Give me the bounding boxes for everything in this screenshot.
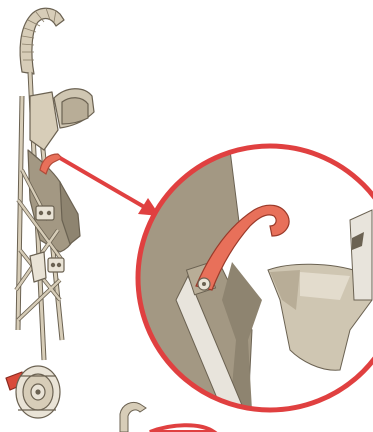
rear-wheel: [16, 366, 60, 418]
canopy-fold: [30, 92, 58, 150]
detail-tube: [350, 210, 372, 300]
stroller-icon: [120, 402, 146, 432]
hinge-bracket: [36, 206, 54, 220]
handle-grip: [20, 8, 64, 74]
hinge-bracket: [48, 258, 64, 272]
next-step-preview: [120, 402, 214, 432]
magnifier-icon: [118, 146, 373, 410]
arrow-icon: [60, 158, 160, 216]
strap: [30, 252, 46, 282]
folded-stroller: [6, 8, 94, 418]
